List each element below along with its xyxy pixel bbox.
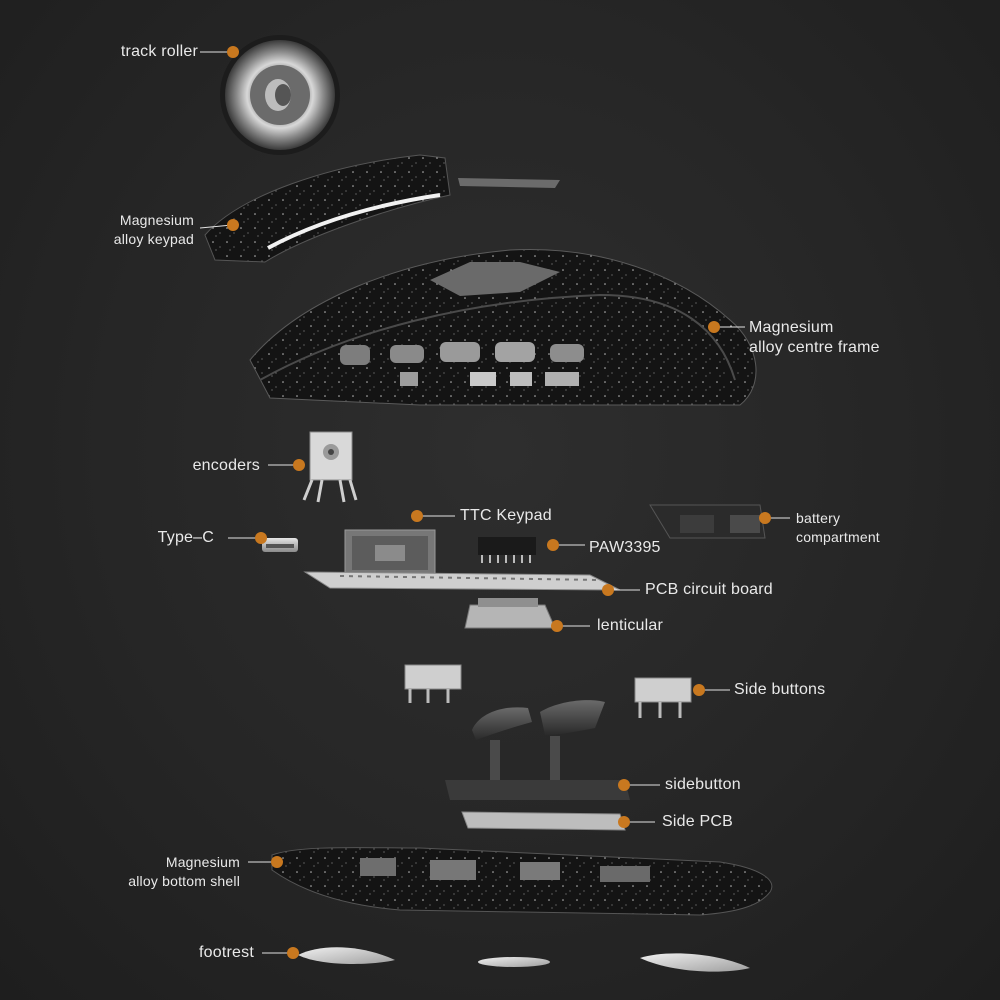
label-line: Magnesium [749, 319, 834, 336]
footrest [298, 947, 750, 972]
label-line: alloy centre frame [749, 339, 880, 356]
label-line: Magnesium [165, 854, 240, 870]
lenticular [464, 598, 556, 629]
ttc-keypad [344, 529, 436, 579]
label-encoders: encoders [192, 457, 260, 474]
label-side-buttons: Side buttons [734, 681, 826, 698]
type-c-port [262, 538, 298, 552]
encoders [302, 431, 358, 503]
callout-dots [227, 46, 771, 959]
label-type-c: Type–C [157, 529, 214, 546]
label-magnesium-alloy-keypad: Magnesium alloy keypad [60, 211, 194, 249]
label-line: compartment [796, 529, 880, 545]
magnesium-alloy-keypad [204, 154, 560, 263]
label-track-roller: track roller [120, 43, 198, 60]
label-sidebutton: sidebutton [665, 776, 741, 793]
label-line: Magnesium [119, 212, 194, 228]
magnesium-alloy-bottom-shell [271, 847, 773, 916]
battery-compartment [649, 504, 766, 539]
label-paw3395: PAW3395 [589, 539, 661, 556]
callout-leaders [199, 51, 790, 954]
label-line: alloy bottom shell [128, 873, 240, 889]
label-footrest: footrest [199, 944, 254, 961]
sidebutton [445, 700, 630, 800]
label-lenticular: lenticular [597, 617, 664, 634]
side-pcb [461, 811, 626, 831]
label-line: alloy keypad [113, 231, 194, 247]
label-magnesium-alloy-bottom-shell: Magnesium alloy bottom shell [60, 853, 240, 891]
label-side-pcb: Side PCB [662, 813, 733, 830]
track-roller [220, 35, 340, 155]
pcb-circuit-board [303, 571, 621, 591]
magnesium-alloy-centre-frame [249, 248, 757, 406]
label-ttc-keypad: TTC Keypad [460, 507, 552, 524]
label-line: battery [796, 510, 841, 526]
side-buttons [404, 664, 692, 718]
label-pcb-circuit-board: PCB circuit board [645, 581, 773, 598]
paw3395-sensor [478, 537, 536, 563]
label-magnesium-alloy-centre-frame: Magnesium alloy centre frame [749, 318, 880, 358]
label-battery-compartment: battery compartment [796, 509, 880, 547]
